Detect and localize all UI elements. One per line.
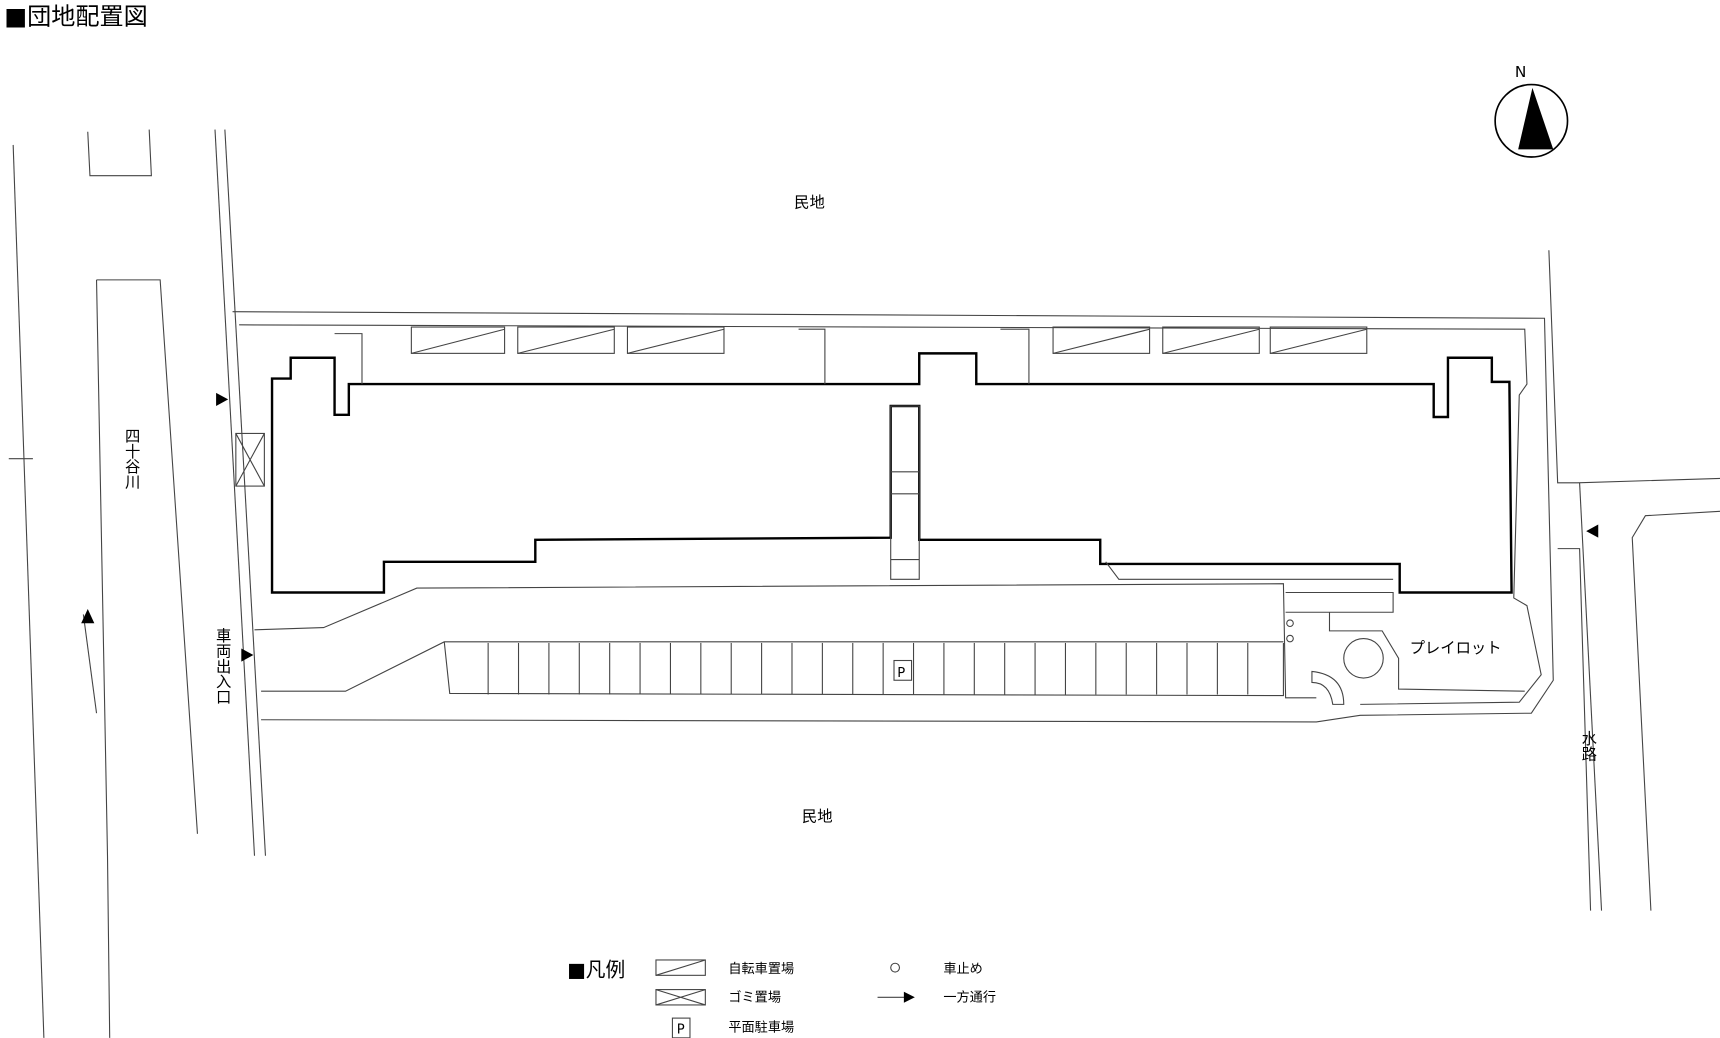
south-neighbor-label: 民地: [802, 808, 833, 826]
north-compass-icon: N: [1494, 63, 1569, 158]
svg-text:平面駐車場: 平面駐車場: [728, 1019, 794, 1035]
svg-text:N: N: [1515, 63, 1526, 81]
bicycle-parking-areas: [410, 326, 1368, 354]
legend: ■凡例 自転車置場 ゴミ置場 P 平面駐車場 車止め 一方通行: [567, 958, 996, 1038]
bicycle-parking: [1269, 326, 1368, 354]
svg-text:P: P: [677, 1022, 685, 1037]
svg-text:■凡例: ■凡例: [567, 958, 625, 981]
bicycle-parking: [1052, 326, 1151, 354]
svg-text:自転車置場: 自転車置場: [728, 961, 794, 977]
apartment-building: [270, 352, 1513, 594]
playlot: プレイロット: [1286, 612, 1525, 705]
one-way-arrow-icon: [216, 392, 229, 407]
bicycle-parking: [626, 326, 725, 354]
bicycle-parking: [410, 326, 506, 354]
west-road: [214, 129, 267, 856]
svg-text:一方通行: 一方通行: [943, 990, 996, 1006]
bicycle-parking: [1162, 326, 1260, 354]
parking-lot: P: [443, 641, 1284, 697]
playlot-label: プレイロット: [1410, 639, 1502, 657]
garbage-area: [235, 432, 265, 487]
one-way-arrow-icon: [241, 648, 254, 662]
east-road: 水路: [1548, 250, 1720, 911]
vehicle-entrance-label: 車両出入口: [214, 627, 232, 704]
svg-text:車止め: 車止め: [943, 961, 982, 977]
site-boundary: [232, 311, 1554, 723]
page-title: ■団地配置図: [4, 2, 147, 30]
flow-arrow-icon: [81, 608, 95, 624]
svg-text:ゴミ置場: ゴミ置場: [728, 989, 781, 1006]
waterway-label: 水路: [1579, 730, 1597, 761]
one-way-arrow-icon: [1586, 524, 1599, 538]
bicycle-parking: [517, 326, 615, 354]
north-neighbor-label: 民地: [794, 193, 825, 211]
parking-mark: P: [897, 666, 905, 681]
river: 四十谷川: [8, 129, 198, 1038]
river-label: 四十谷川: [123, 428, 141, 490]
